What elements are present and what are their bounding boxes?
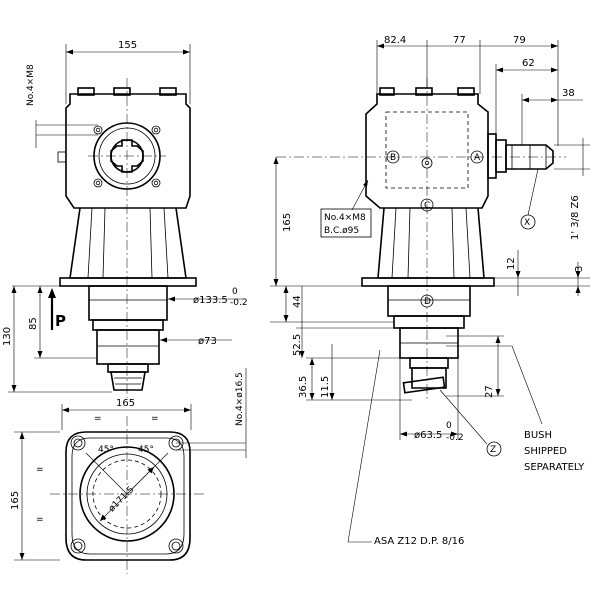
dim-side-27: 27 [484,385,495,398]
dim-flange-tol-upper: 0 [232,287,238,297]
dim-side-77: 77 [453,35,466,46]
arrow-p-label: P [55,312,66,330]
dim-side-36-5: 36.5 [298,376,309,398]
dim-side-bolts: No.4×M8 [324,213,366,223]
dim-hub-dia: ø73 [198,336,217,347]
dim-angle-left: 45° [98,445,114,455]
callout-b: B [390,153,396,163]
dim-bolt-circle: ø171.5 [107,485,136,514]
dim-side-3: 3 [574,266,585,272]
dim-side-11-5: 11.5 [320,376,331,398]
dim-130: 130 [2,327,13,346]
bush-note-line-3: SEPARATELY [524,462,585,473]
dim-side-38: 38 [562,88,575,99]
dim-side-12: 12 [506,257,517,270]
dim-side-bc: B.C.ø95 [324,226,359,236]
dim-155: 155 [118,40,137,51]
callout-z: Z [490,445,496,455]
equal-mark-2: = [151,414,159,424]
dim-side-hub-dia: ø63.5 [414,430,442,441]
dim-side-165: 165 [282,213,293,232]
callout-d: D [424,297,431,307]
dim-top-height: 165 [10,491,21,510]
dim-side-62: 62 [522,58,535,69]
dim-spline-input: 1' 3/8 Z6 [570,195,581,240]
front-view [8,44,244,398]
callout-c: C [424,201,430,211]
dim-flange-dia: ø133.5 [193,295,228,306]
side-view [270,40,590,543]
callout-x: X [524,218,530,228]
dim-flange-tol-lower: -0.2 [230,298,248,308]
bush-note-line-1: BUSH [524,430,552,441]
callout-a: A [474,153,481,163]
dim-side-hub-tol-upper: 0 [446,421,452,431]
dim-side-hub-tol-lower: -0.2 [446,433,464,443]
dim-angle-right: 45° [138,445,154,455]
equal-mark-1: = [94,414,102,424]
dim-side-52-5: 52.5 [292,334,303,356]
gear-spec-note: ASA Z12 D.P. 8/16 [374,536,464,547]
dim-front-bolts: No.4×M8 [26,64,36,106]
equal-mark-3: = [36,465,44,475]
bush-note-line-2: SHIPPED [524,446,567,457]
dim-85: 85 [28,317,39,330]
dim-top-width: 165 [116,398,135,409]
top-view [14,368,247,574]
equal-mark-4: = [36,515,44,525]
dim-side-44: 44 [292,295,303,308]
dim-side-82-4: 82.4 [384,35,406,46]
dim-top-holes: No.4×ø16.5 [235,372,245,426]
dim-side-79: 79 [513,35,526,46]
